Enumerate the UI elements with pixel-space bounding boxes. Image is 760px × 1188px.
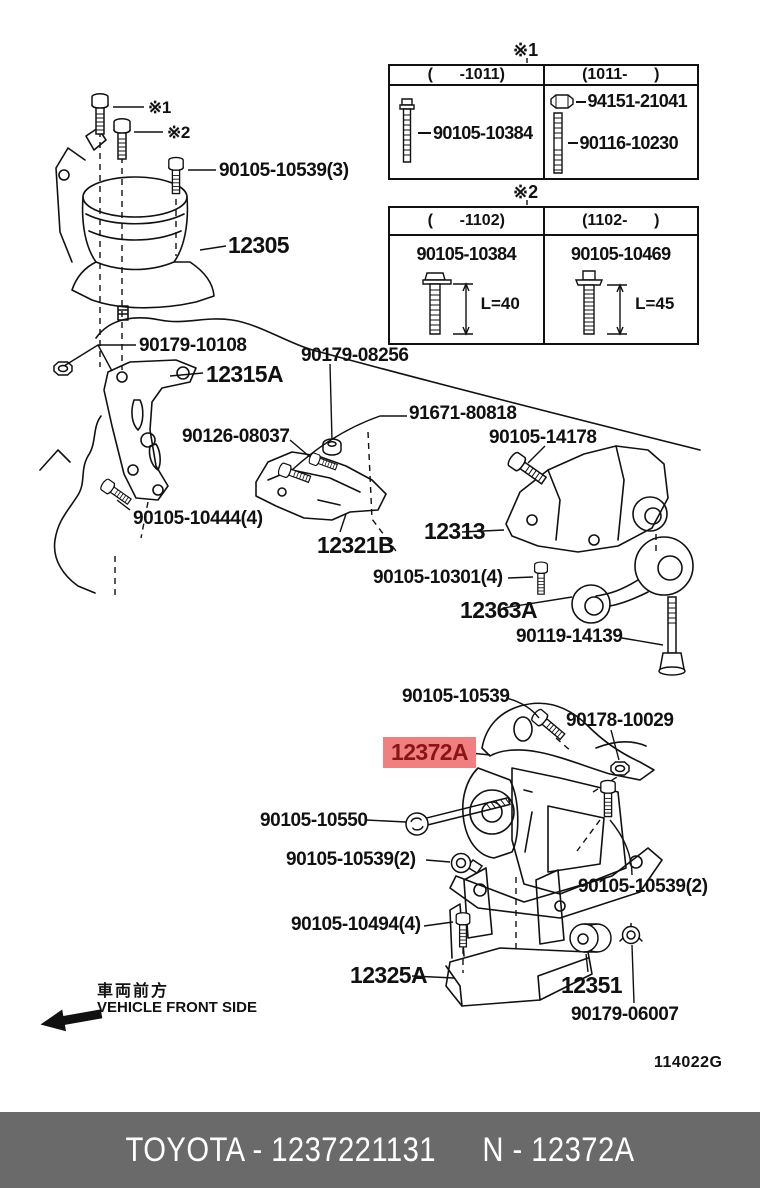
table1-left-cell: 90105-10384 [390,86,545,180]
callout-90105-10301-4: 90105-10301(4) [373,567,503,588]
callout-90105-10539: 90105-10539 [402,686,510,707]
callout-90105-10550: 90105-10550 [260,810,368,831]
part-number: 90105-10469 [570,244,671,264]
callout-90179-08256: 90179-08256 [301,345,409,366]
callout-90178-10029: 90178-10029 [566,710,674,731]
nut-icon [549,93,574,109]
vehicle-front-label-en: VEHICLE FRONT SIDE [97,999,258,1016]
drawing-code: 114022G [654,1054,723,1071]
footer-part-ref: N - 12372A [482,1130,635,1169]
callout-90105-10494-4: 90105-10494(4) [291,914,421,935]
icon-connector [575,100,586,103]
footer-bar: TOYOTA - 1237221131 N - 12372A [0,1112,760,1188]
callout-ref2: ※2 [167,123,190,142]
callout-90105-10539-2-right: 90105-10539(2) [578,876,708,897]
part-number: 90105-10384 [416,244,516,264]
callout-12321B: 12321B [317,532,395,558]
part-number: 90116-10230 [579,132,679,153]
footer-catalog-number: TOYOTA - 1237221131 [125,1130,436,1169]
part-outlines [39,127,701,1007]
callout-12372A-highlighted: 12372A [383,737,476,769]
callout-12313: 12313 [424,518,486,544]
vehicle-front-arrow-icon [40,1009,103,1032]
callout-12351: 12351 [561,972,623,998]
bolt-length-label: L=45 [635,294,675,313]
callout-90105-14178: 90105-14178 [489,427,597,448]
icon-connector [567,142,578,144]
callout-12305: 12305 [228,232,290,258]
flange-bolt-icon [575,270,628,336]
fasteners [53,93,686,953]
table2-col-left-header: ( -1102) [390,208,545,234]
table2-left-cell: 90105-10384 L=40 [390,236,545,343]
callout-90179-10108: 90179-10108 [139,335,247,356]
vehicle-front-label-jp: 車両前方 [97,983,170,1000]
callout-90126-08037: 90126-08037 [182,426,290,447]
table2-marker: ※2 [513,182,539,202]
ref-table-2: ( -1102) (1102- ) 90105-10384 [388,206,699,345]
stud-bolt-icon [552,112,563,174]
table1-col-right-header: (1011- ) [582,66,660,83]
bolt-length-label: L=40 [480,294,520,313]
ref-table-1: ( -1011) (1011- ) 90105-10384 [388,64,699,180]
part-number: 94151-21041 [587,91,688,111]
callout-90105-10539-2-left: 90105-10539(2) [286,849,416,870]
callout-90119-14139: 90119-14139 [516,626,623,647]
table1-col-left-header: ( -1011) [390,66,545,84]
callout-91671-80818: 91671-80818 [409,403,517,424]
table1-marker: ※1 [513,40,539,60]
callout-12315A: 12315A [206,361,284,387]
callout-90105-10444-4: 90105-10444(4) [133,508,263,529]
callout-90179-06007: 90179-06007 [571,1004,679,1025]
table2-col-right-header: (1102- ) [582,212,660,229]
hex-bolt-icon [399,98,415,163]
callout-12325A: 12325A [350,962,428,988]
table2-right-cell: 90105-10469 L=45 [545,236,698,343]
callout-ref1: ※1 [148,98,171,117]
part-number: 90105-10384 [433,122,533,143]
callout-90105-10539-3: 90105-10539(3) [219,160,349,181]
icon-connector [418,132,431,134]
callout-12363A: 12363A [460,597,538,623]
flange-bolt-icon [421,272,473,336]
table1-right-cell: 94151-21041 90116-10230 [545,86,698,180]
